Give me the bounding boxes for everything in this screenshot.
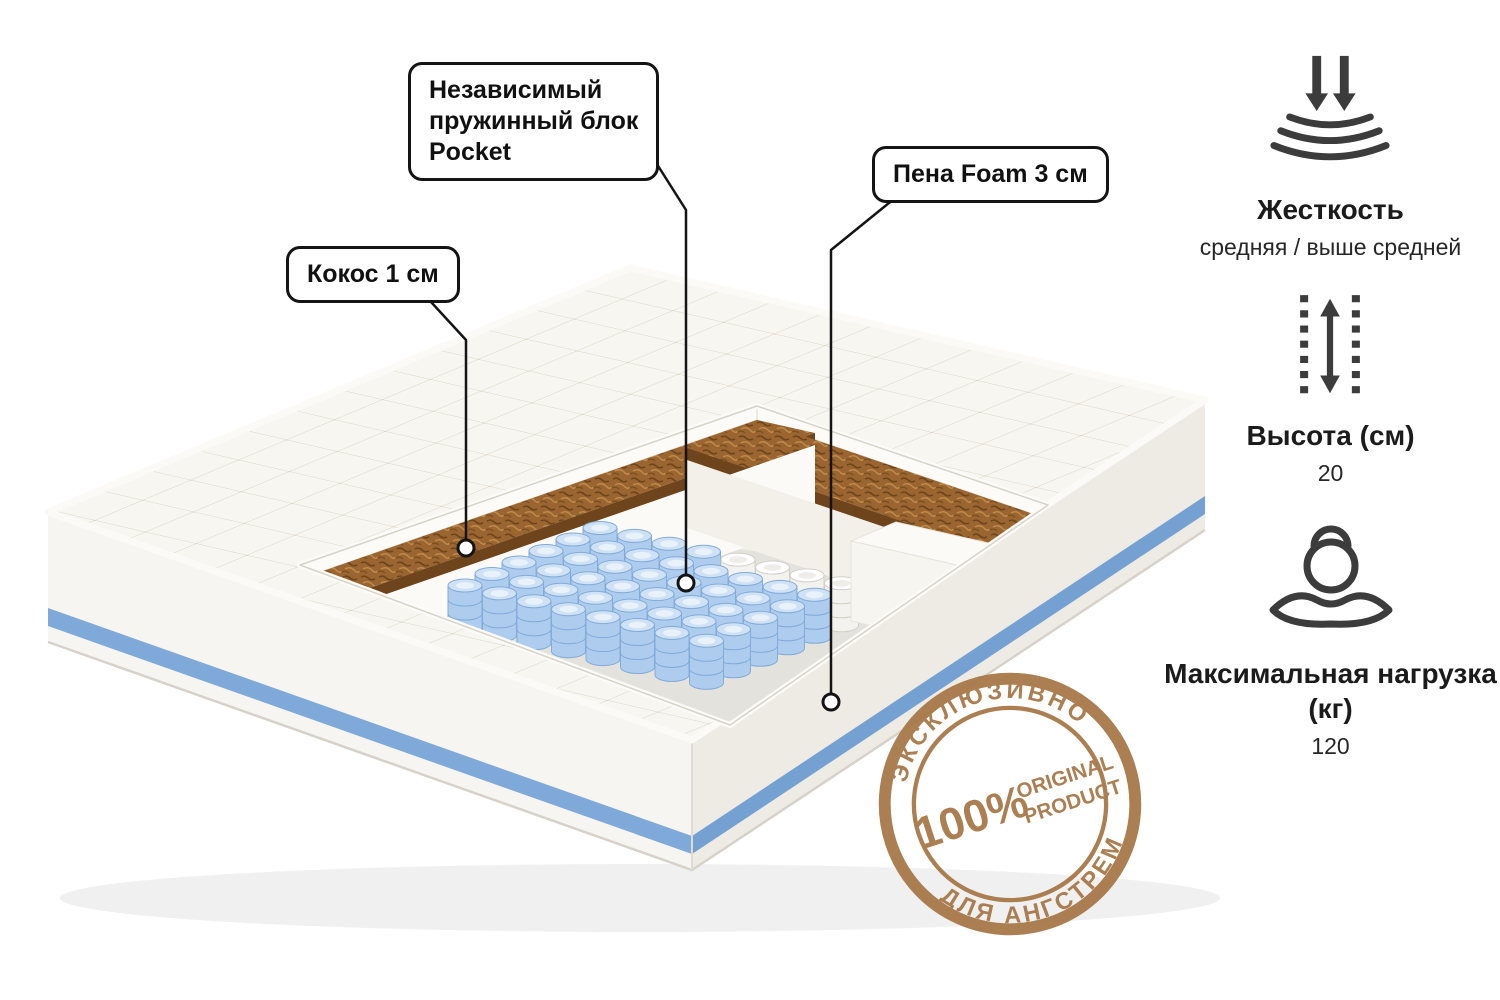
stamp-inner-ring: [911, 705, 1109, 903]
callout-lines: [419, 149, 906, 712]
feature-height-title: Высота (см): [1246, 419, 1415, 451]
feature-max-load-value: 120: [1311, 732, 1350, 759]
feature-height: Высота (см) 20: [1246, 288, 1415, 488]
callout-coconut: Кокос 1 см: [286, 246, 460, 303]
height-icon: [1300, 294, 1361, 399]
base-layer-stripe-left: [48, 608, 692, 854]
callout-point-spring: [676, 573, 696, 593]
mattress-sides: [47, 400, 1206, 872]
feature-max-load-title: Максимальная нагрузка (кг): [1164, 657, 1497, 724]
callout-line-coconut: [419, 289, 468, 548]
feature-max-load: Максимальная нагрузка (кг) 120: [1163, 502, 1498, 761]
callout-foam: Пена Foam 3 см: [872, 146, 1109, 203]
top-edge-piping: [44, 264, 1209, 744]
max-load-icon: [1269, 525, 1392, 628]
feature-stiffness-title: Жесткость: [1257, 194, 1404, 225]
callout-point-foam: [821, 692, 841, 712]
pocket-spring-block: [447, 521, 859, 690]
feature-stiffness: Жесткость средняя / выше средней: [1199, 50, 1462, 262]
callout-line-spring: [646, 149, 688, 583]
features-panel: Жесткость средняя / выше средней Высота …: [1163, 50, 1498, 760]
feature-height-value: 20: [1317, 459, 1344, 486]
cutaway-edge-line: [299, 405, 1049, 726]
stamp-outer-ring: [878, 672, 1142, 936]
callout-line-foam: [829, 189, 906, 702]
callout-point-coconut: [456, 538, 476, 558]
original-product-stamp: 100% ORIGINAL PRODUCT ЭКСКЛЮЗИВНО ДЛЯ АН…: [866, 649, 1146, 954]
stiffness-icon: [1270, 55, 1391, 161]
feature-stiffness-value: средняя / выше средней: [1199, 234, 1462, 260]
mattress-shadow: [60, 864, 1220, 932]
coconut-layer-right: [687, 420, 1048, 547]
callout-spring-block: Независимый пружинный блок Pocket: [408, 62, 660, 181]
base-layer-stripe-right: [692, 496, 1205, 854]
